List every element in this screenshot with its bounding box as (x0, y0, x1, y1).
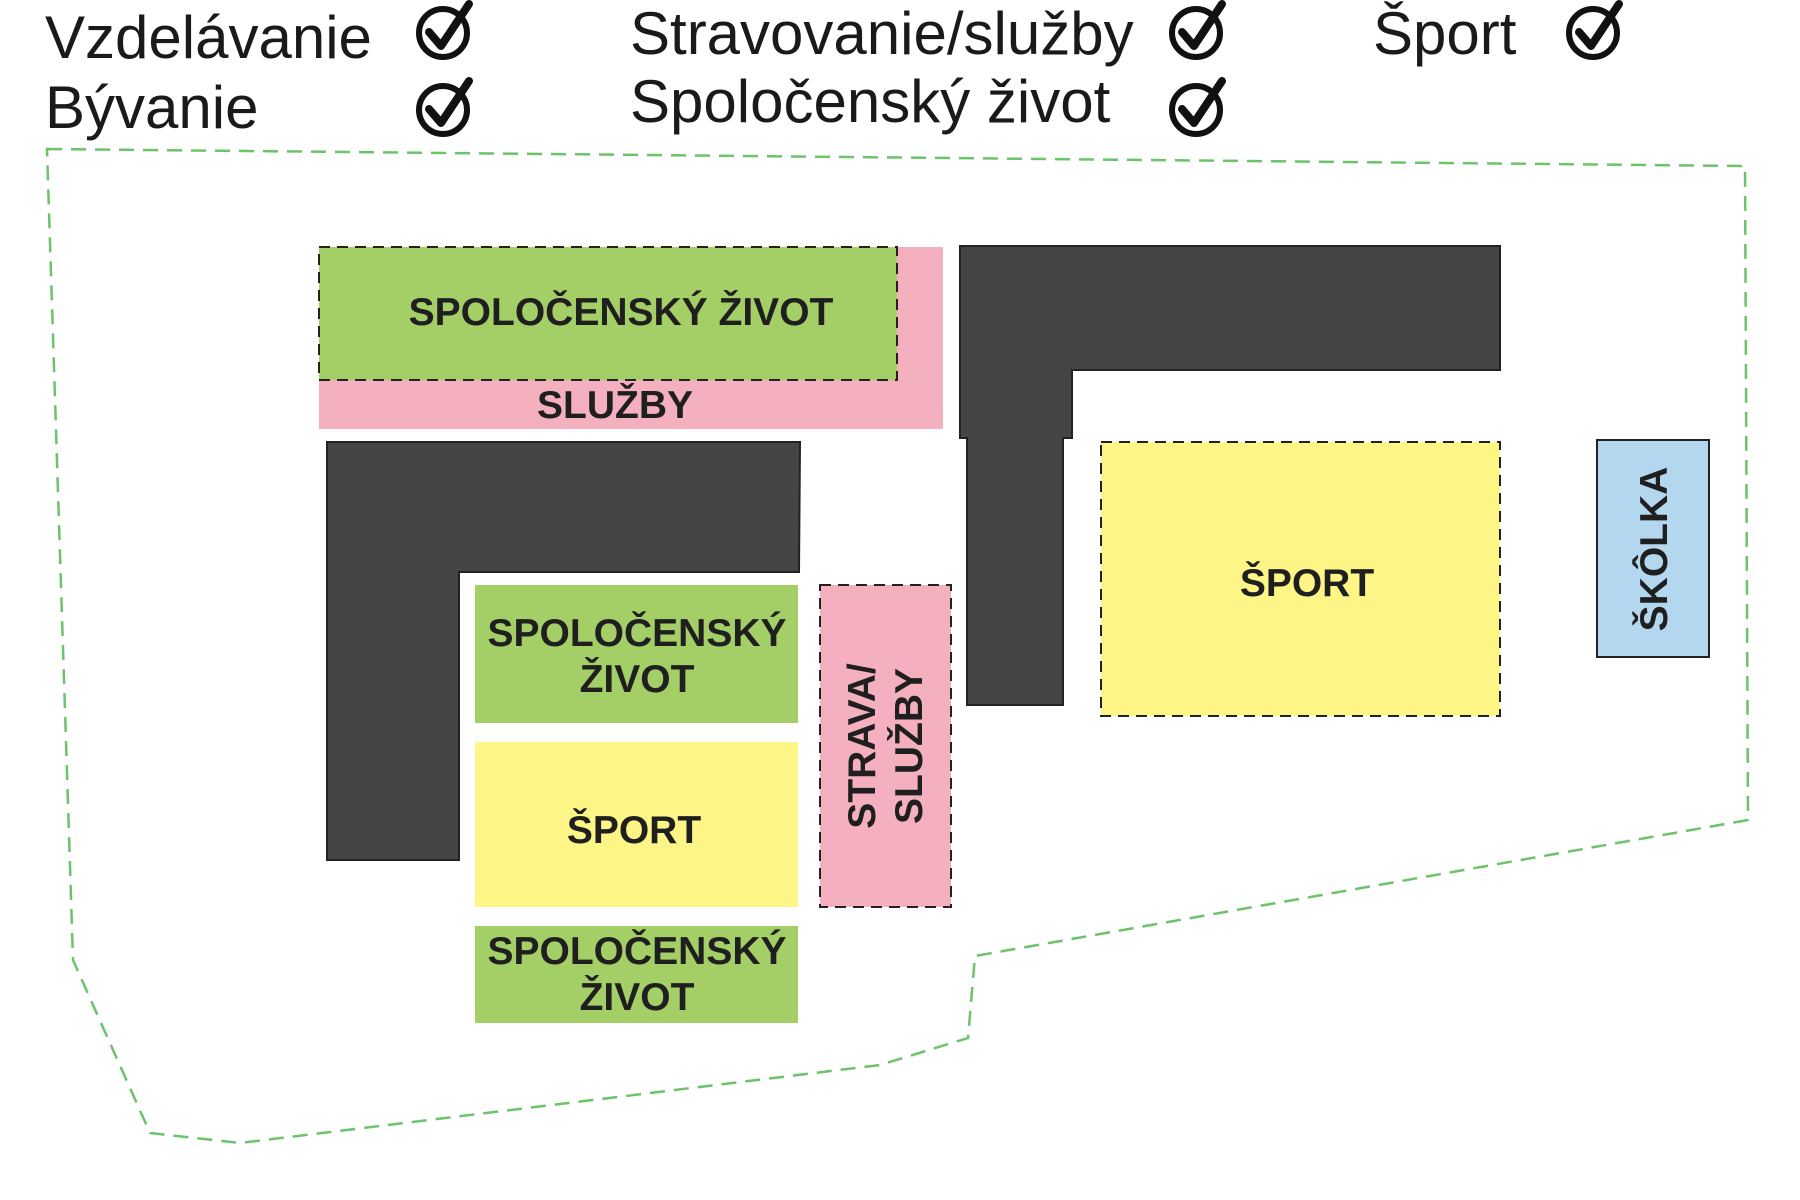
building-right (959, 245, 1501, 706)
zone-label-sluzby: SLUŽBY (537, 383, 693, 427)
zone-label-strava-2: SLUŽBY (887, 668, 931, 824)
check-icon (1169, 77, 1226, 137)
zone-label-spol-mid-2: ŽIVOT (580, 657, 695, 701)
zone-strava-sluzby (819, 584, 952, 908)
site-boundary (45, 147, 1750, 1145)
zone-sport-left (475, 742, 798, 907)
zone-label-spol-mid-1: SPOLOČENSKÝ (487, 610, 786, 655)
zone-social-mid (475, 585, 798, 723)
legend-label-byvanie: Bývanie (45, 74, 259, 141)
zone-social-bottom (475, 926, 798, 1023)
zone-label-strava-1: STRAVA/ (841, 663, 884, 829)
legend-label-sport: Šport (1373, 0, 1517, 67)
check-icon (416, 0, 473, 60)
zone-label-spol-bottom-2: ŽIVOT (580, 975, 695, 1019)
zone-label-sport-right: ŠPORT (1240, 560, 1375, 605)
legend-label-vzdelavanie: Vzdelávanie (45, 4, 372, 71)
check-icon (416, 77, 473, 137)
zone-social-top (318, 246, 898, 381)
zone-label-sport-left: ŠPORT (567, 807, 702, 852)
zone-label-spol-top: SPOLOČENSKÝ ŽIVOT (409, 289, 834, 334)
zone-sport-right (1100, 441, 1501, 717)
zone-kindergarten (1596, 439, 1710, 658)
building-left (326, 441, 802, 861)
zone-label-skolka: ŠKÔLKA (1631, 467, 1676, 632)
legend-label-spolocensky: Spoločenský život (630, 68, 1111, 135)
legend-label-stravovanie: Stravovanie/služby (630, 0, 1134, 67)
check-icon (1169, 0, 1226, 60)
check-icon (1566, 0, 1623, 60)
zone-label-spol-bottom-1: SPOLOČENSKÝ (487, 928, 786, 973)
